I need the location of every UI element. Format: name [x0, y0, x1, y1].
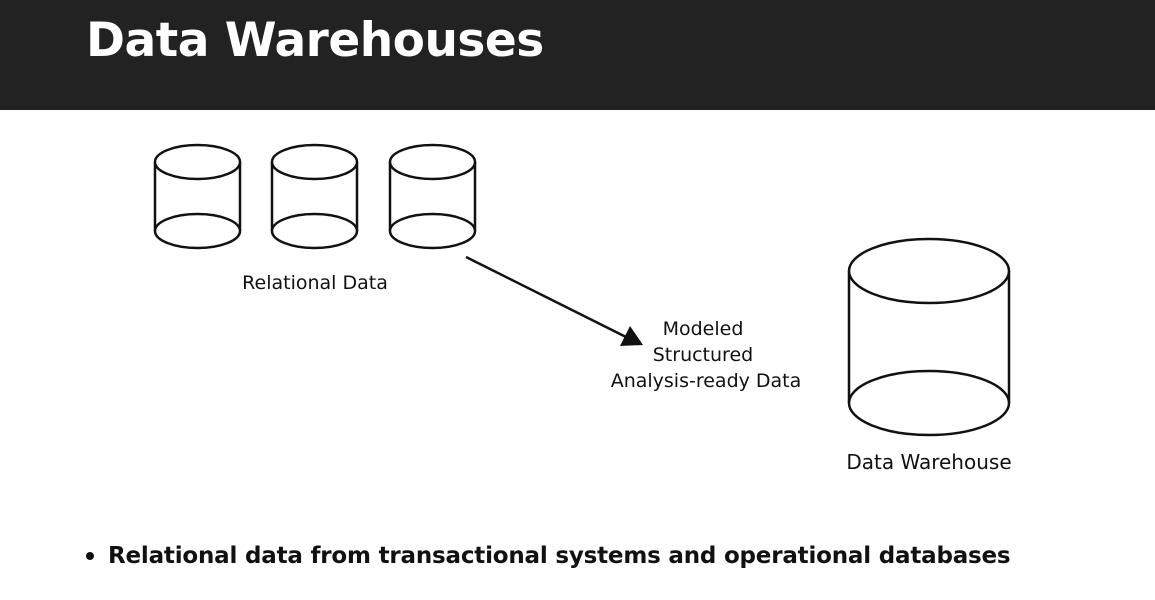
- transform-label: Modeled Structured Analysis-ready Data: [611, 318, 802, 392]
- bullet-text: Relational data from transactional syste…: [108, 543, 1011, 569]
- relational-db-cylinder-3-icon: [388, 143, 477, 250]
- relational-data-label: Relational Data: [242, 272, 388, 294]
- arrow-right-down-icon: [465, 255, 643, 346]
- transform-label-line-3: Analysis-ready Data: [611, 370, 802, 392]
- page-title: Data Warehouses: [86, 13, 544, 68]
- relational-db-cylinder-2-icon: [270, 143, 359, 250]
- title-bar: Data Warehouses: [0, 0, 1155, 110]
- bullet-dot-icon: [86, 552, 94, 560]
- transform-label-line-2: Structured: [653, 344, 753, 366]
- bullet-list-item: Relational data from transactional syste…: [86, 536, 1146, 576]
- data-warehouse-label: Data Warehouse: [846, 450, 1011, 474]
- relational-db-cylinder-1-icon: [153, 143, 242, 250]
- transform-label-line-1: Modeled: [663, 318, 744, 340]
- data-warehouse-cylinder-icon: [847, 237, 1011, 437]
